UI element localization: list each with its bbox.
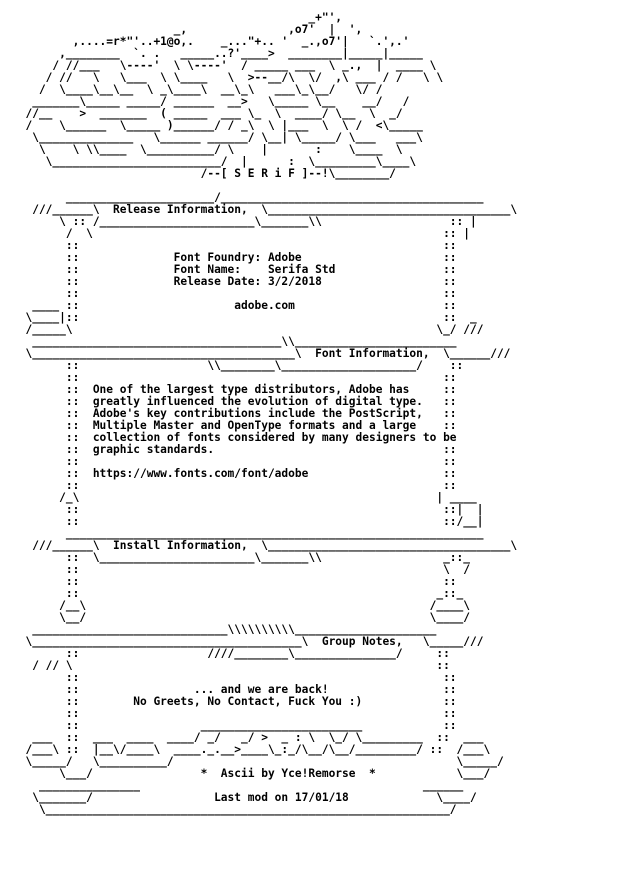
nfo-line: / \____\__\__ \ _\____\ __\_\ ___\_\__/ … <box>12 83 383 96</box>
nfo-line: :: :: <box>12 671 457 684</box>
nfo-line: /_____\ \_/ /// <box>12 323 484 336</box>
nfo-ascii-document: _+"', _, ,o7' | ', ,....=r*"'..+1@o,. _.… <box>12 12 517 816</box>
nfo-line: :: ________________________ :: <box>12 719 457 732</box>
nfo-line: /_\ | ____ <box>12 491 477 504</box>
nfo-line: _______\_____ _____/ ______ __> \_____ \… <box>12 95 410 108</box>
nfo-line: / //___ \----' \ \----' / _____ ___ \ _.… <box>12 59 437 72</box>
nfo-line: :: Font Foundry: Adobe :: <box>12 251 457 264</box>
nfo-line: \_______/ Last mod on 17/01/18 \____/ <box>12 791 477 804</box>
nfo-line: :: \ / <box>12 563 471 576</box>
nfo-line: ,________ `. . _____..?'____> ________|_… <box>12 47 423 60</box>
nfo-line: _______________ ______ <box>12 779 464 792</box>
nfo-line: \__/ \____/ <box>12 611 471 624</box>
nfo-line: _, ,o7' | ', <box>12 23 363 36</box>
nfo-line: \ :: /_______________________\_______\\ … <box>12 215 477 228</box>
nfo-line: :: One of the largest type distributors,… <box>12 383 457 396</box>
nfo-line: _+"', <box>12 11 343 24</box>
nfo-line: :: greatly influenced the evolution of d… <box>12 395 457 408</box>
nfo-line: \_______________________________________… <box>12 635 484 648</box>
nfo-line: / // \ :: <box>12 659 450 672</box>
nfo-line: ///______\ Install Information, \_______… <box>12 539 518 552</box>
nfo-line: :: :: <box>12 455 457 468</box>
nfo-line: :: https://www.fonts.com/font/adobe :: <box>12 467 457 480</box>
nfo-line: _____________________________\\\\\\\\\\_… <box>12 623 437 636</box>
nfo-line: \____|:: :: _ <box>12 311 477 324</box>
nfo-line: ,....=r*"'..+1@o,. _..."+.. ' _.,o7'| `.… <box>12 35 410 48</box>
nfo-line: ___ :: ___ ____ ____/ _/ _/ > _ : \ \_/ … <box>12 731 484 744</box>
nfo-line: / \______ \_____ )______/ / _\ \ |___ \ … <box>12 119 423 132</box>
nfo-line: ______________________/_________________… <box>12 191 484 204</box>
nfo-line: :: ::/__| <box>12 515 484 528</box>
nfo-line: :: graphic standards. :: <box>12 443 457 456</box>
nfo-line: :: :: <box>12 575 457 588</box>
nfo-line: \_________________________/ | : \_______… <box>12 155 417 168</box>
nfo-line: :: No Greets, No Contact, Fuck You :) :: <box>12 695 457 708</box>
nfo-line: :: Font Name: Serifa Std :: <box>12 263 457 276</box>
nfo-line: ________________________________________… <box>12 527 484 540</box>
nfo-line: :: ... and we are back! :: <box>12 683 457 696</box>
nfo-line: :: Release Date: 3/2/2018 :: <box>12 275 457 288</box>
nfo-line: :: :: <box>12 287 457 300</box>
nfo-line: :: ////________\_______________/ :: <box>12 647 450 660</box>
nfo-line: :: Adobe's key contributions include the… <box>12 407 457 420</box>
nfo-line: :: :: <box>12 371 457 384</box>
nfo-line: /--[ S E R i F ]--!\________/ <box>12 167 396 180</box>
nfo-line: ____ :: adobe.com :: <box>12 299 457 312</box>
nfo-line: \______________ \______ ______/ \__| \__… <box>12 131 423 144</box>
nfo-line: :: \\________\____________________/ :: <box>12 359 464 372</box>
nfo-line: :: Multiple Master and OpenType formats … <box>12 419 457 432</box>
nfo-line: /__\ /____\ <box>12 599 471 612</box>
nfo-line: :: \_______________________\_______\\ _:… <box>12 551 471 564</box>
nfo-line: :: :: <box>12 479 457 492</box>
nfo-line: / // \ \___ \ \____ \ >--__/\ \/ ,\ ___ … <box>12 71 444 84</box>
nfo-line: /___\ :: |__\/____\ ____._.__>____\_:_/\… <box>12 743 491 756</box>
nfo-line: :: ::| | <box>12 503 484 516</box>
nfo-line: :: :: <box>12 707 457 720</box>
nfo-line: :: _::_ <box>12 587 464 600</box>
nfo-line: //__ > _______ ( _____ ___ \_ \ ____/ \_… <box>12 107 403 120</box>
nfo-line: \___/ * Ascii by Yce!Remorse * \___/ <box>12 767 491 780</box>
nfo-line: :: collection of fonts considered by man… <box>12 431 457 444</box>
nfo-line: _____________________________________\\_… <box>12 335 457 348</box>
nfo-line: \_______________________________________… <box>12 803 457 816</box>
nfo-line: :: :: <box>12 239 457 252</box>
nfo-line: \ \ \\____ \__________/ \ | : \____ \ <box>12 143 403 156</box>
nfo-line: \_______________________________________… <box>12 347 511 360</box>
nfo-line: / \ :: | <box>12 227 471 240</box>
nfo-line: ///______\ Release Information, \_______… <box>12 203 518 216</box>
nfo-line: \_____/ \__________/ \_____/ <box>12 755 504 768</box>
